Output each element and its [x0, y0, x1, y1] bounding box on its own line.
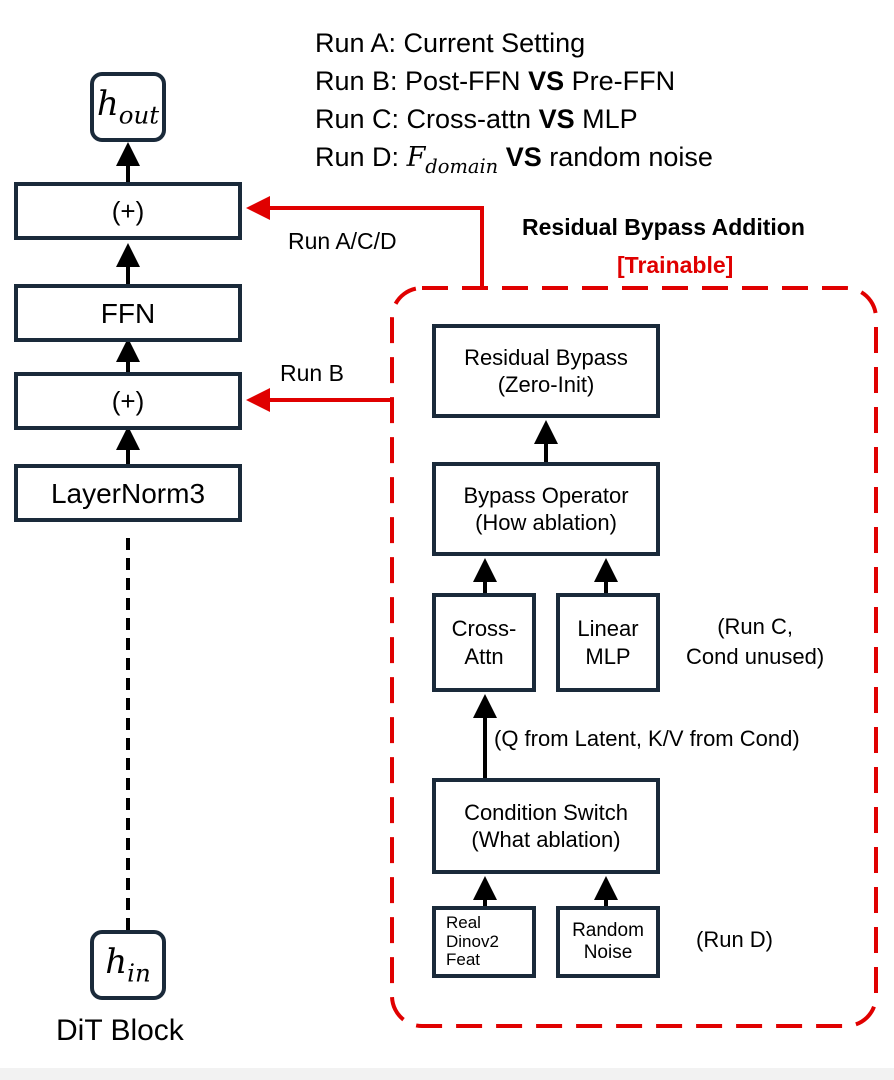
f-domain-symbol: Fdomain	[406, 142, 499, 178]
add-node-top: (+)	[14, 182, 242, 240]
dit-block-caption: DiT Block	[56, 1014, 184, 1047]
run-acd-label: Run A/C/D	[288, 228, 397, 254]
cross-attn-node: Cross-Attn	[432, 593, 536, 692]
residual-bypass-node: Residual Bypass(Zero-Init)	[432, 324, 660, 418]
trainable-label: [Trainable]	[617, 252, 734, 278]
layernorm-node: LayerNorm3	[14, 464, 242, 522]
legend-run-c: Run C: Cross-attn VS MLP	[315, 104, 638, 134]
run-b-label: Run B	[280, 360, 344, 386]
legend-run-b: Run B: Post-FFN VS Pre-FFN	[315, 66, 676, 96]
qkv-note: (Q from Latent, K/V from Cond)	[494, 726, 800, 751]
bypass-title: Residual Bypass Addition	[522, 214, 805, 240]
run-d-note: (Run D)	[696, 927, 774, 952]
h-in-node: hin	[90, 930, 166, 1000]
legend-run-a: Run A: Current Setting	[315, 28, 586, 58]
bypass-region	[390, 286, 878, 1028]
ffn-node: FFN	[14, 284, 242, 342]
bypass-operator-node: Bypass Operator(How ablation)	[432, 462, 660, 556]
run-c-note: (Run C, Cond unused)	[686, 614, 825, 669]
condition-switch-node: Condition Switch(What ablation)	[432, 778, 660, 874]
add-node-bottom: (+)	[14, 372, 242, 430]
run-legend: Run A: Current Setting Run B: Post-FFN V…	[315, 24, 713, 178]
h-out-node: hout	[90, 72, 166, 142]
arrow-run-acd	[246, 196, 484, 288]
legend-run-d: Run D: Fdomain VS random noise	[315, 142, 713, 178]
bottom-strip	[0, 1068, 894, 1080]
